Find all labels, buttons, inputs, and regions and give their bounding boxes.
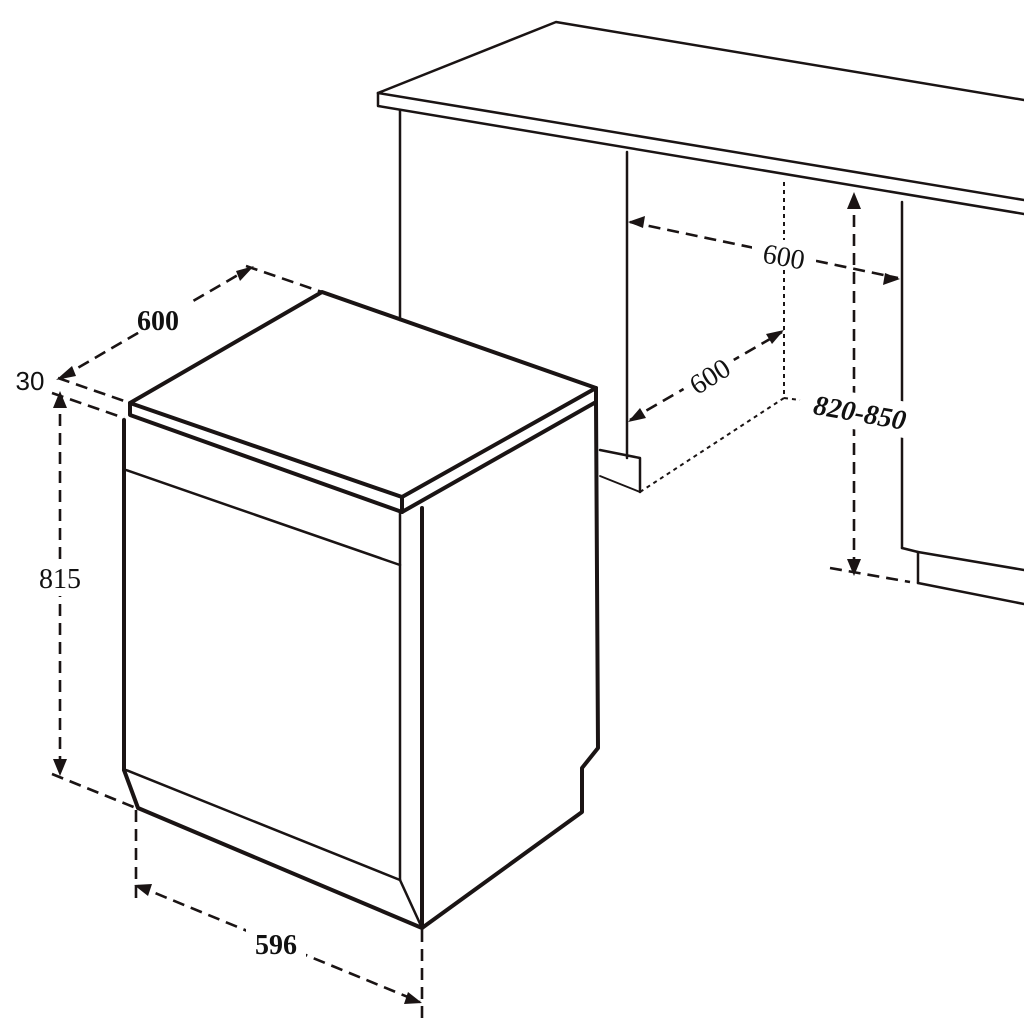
niche-width-label: 600 <box>760 239 807 277</box>
dimension-niche-width-600: 600 <box>628 216 900 285</box>
top-thickness-label: 30 <box>16 366 45 396</box>
height-label: 815 <box>39 564 81 595</box>
depth-label: 600 <box>137 306 179 337</box>
dimension-top-thickness-30: 30 <box>16 366 125 420</box>
dishwasher-body <box>122 290 600 930</box>
dimension-niche-depth-600: 600 <box>628 330 784 422</box>
dimension-depth-600: 600 <box>56 264 323 405</box>
countertop-cabinet <box>376 20 1024 606</box>
width-label: 596 <box>255 930 297 961</box>
dimension-niche-height-820-850: 820-850 <box>803 192 917 584</box>
dimension-width-596: 596 <box>134 810 424 1020</box>
dimension-height-815: 815 <box>30 391 137 810</box>
